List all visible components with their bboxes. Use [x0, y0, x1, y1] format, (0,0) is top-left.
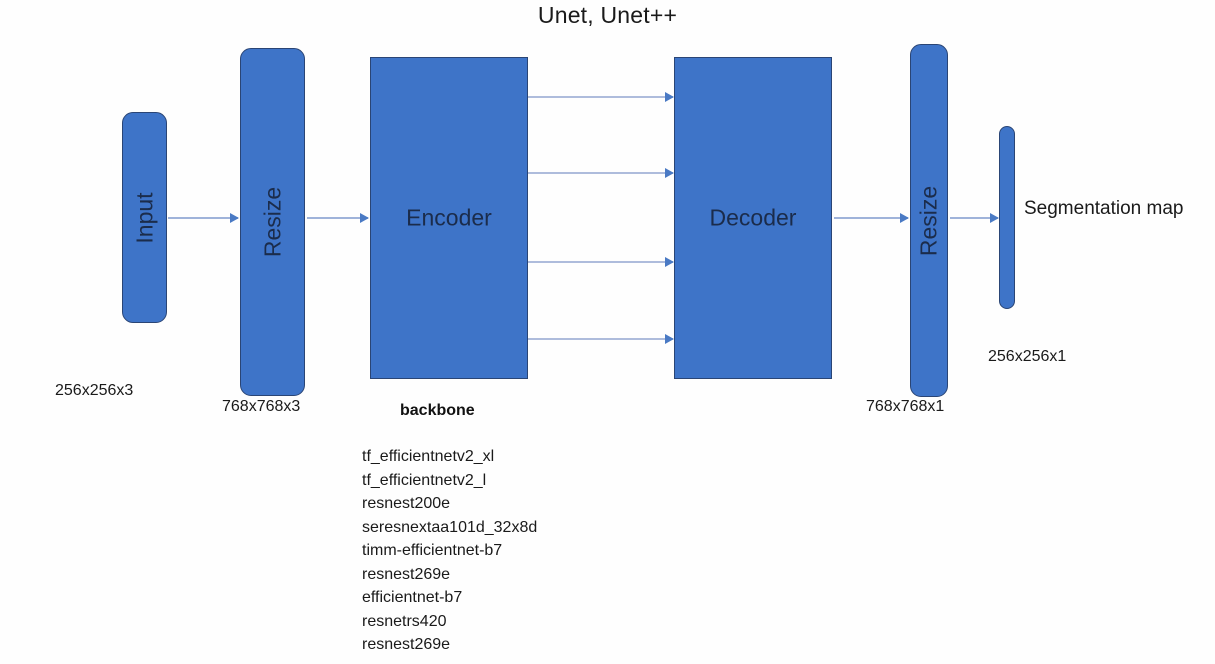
list-item: resnest269e [362, 636, 451, 653]
arrow-resize-to-encoder [307, 217, 368, 219]
list-item: efficientnet-b7 [362, 589, 463, 606]
list-item: tf_efficientnetv2_xl [362, 448, 495, 465]
caption-resize-output-shape: 768x768x1 [866, 398, 945, 415]
block-resize-output-label: Resize [915, 185, 942, 256]
list-item: seresnextaa101d_32x8d [362, 518, 538, 536]
block-resize-output[interactable]: Resize [910, 44, 948, 397]
arrow-resize-to-output [950, 217, 998, 219]
block-input[interactable]: Input [122, 112, 167, 323]
block-decoder[interactable]: Decoder [674, 57, 832, 379]
block-encoder[interactable]: Encoder [370, 57, 528, 379]
backbone-list: tf_efficientnetv2_xl tf_efficientnetv2_l… [362, 445, 537, 657]
arrow-input-to-resize [168, 217, 238, 219]
block-encoder-label: Encoder [406, 204, 492, 231]
caption-input-shape: 256x256x3 [55, 382, 134, 399]
arrow-skip-connection-1 [528, 96, 673, 98]
list-item: tf_efficientnetv2_l [362, 471, 487, 489]
arrow-decoder-to-resize [834, 217, 908, 219]
label-segmentation-map: Segmentation map [1024, 198, 1184, 219]
block-output-segmentation[interactable] [999, 126, 1015, 309]
block-resize-input[interactable]: Resize [240, 48, 305, 396]
block-input-label: Input [131, 191, 157, 244]
list-item: resnest269e [362, 565, 451, 583]
list-item: resnest200e [362, 495, 451, 512]
arrow-skip-connection-3 [528, 261, 673, 263]
page-title: Unet, Unet++ [537, 2, 678, 28]
block-decoder-label: Decoder [709, 204, 797, 231]
caption-resize-input-shape: 768x768x3 [222, 398, 301, 415]
list-item: timm-efficientnet-b7 [362, 542, 503, 559]
caption-output-shape: 256x256x1 [988, 348, 1067, 365]
arrow-skip-connection-2 [528, 172, 673, 174]
arrow-skip-connection-4 [528, 338, 673, 340]
list-item: resnetrs420 [362, 612, 447, 630]
backbone-heading: backbone [400, 402, 475, 419]
block-resize-input-label: Resize [259, 186, 285, 258]
